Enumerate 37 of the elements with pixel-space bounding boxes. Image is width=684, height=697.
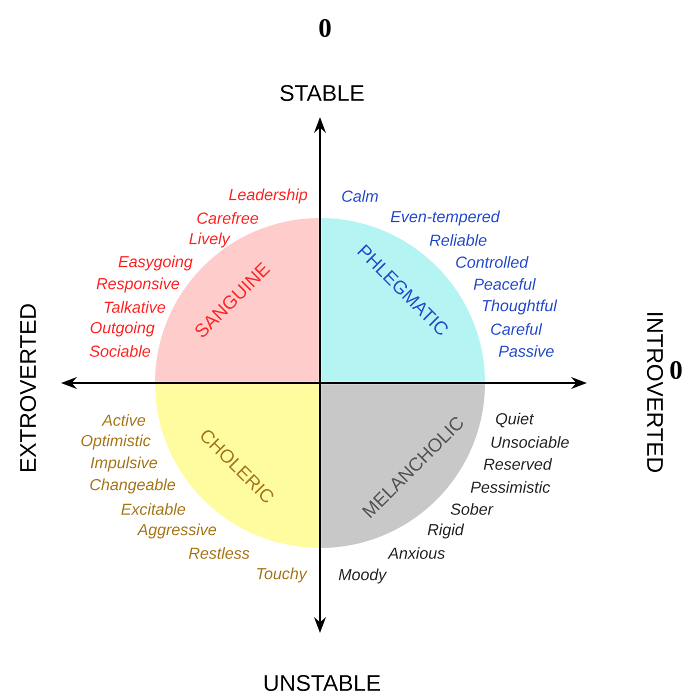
trait-word: Moody <box>338 568 388 584</box>
trait-word: Sociable <box>90 345 150 357</box>
trait-word: Calm <box>342 190 378 202</box>
trait-word: Controlled <box>456 256 529 268</box>
trait-word: Lively <box>189 232 231 248</box>
zero-mark: 0 <box>670 361 682 379</box>
axis-label: UNSTABLE <box>264 674 380 692</box>
trait-word: Easygoing <box>118 256 193 270</box>
trait-word: Excitable <box>121 503 186 515</box>
trait-word: Passive <box>498 345 554 357</box>
trait-word: Aggressive <box>136 524 216 538</box>
trait-word: Thoughtful <box>482 300 558 314</box>
trait-word: Even-tempered <box>390 210 500 226</box>
trait-word: Quiet <box>496 412 534 428</box>
trait-word: Carefree <box>197 212 258 224</box>
trait-word: Talkative <box>104 301 166 313</box>
trait-word: Optimistic <box>81 434 151 450</box>
trait-word: Pessimistic <box>470 481 550 493</box>
axis-label: INTROVERTED <box>646 313 664 472</box>
trait-word: Unsociable <box>491 436 569 448</box>
axis-label: STABLE <box>280 84 364 102</box>
trait-word: Active <box>101 414 146 426</box>
trait-word: Anxious <box>387 547 445 559</box>
trait-word: Reserved <box>484 458 552 470</box>
trait-word: Careful <box>491 323 542 335</box>
trait-word: Restless <box>188 547 250 559</box>
trait-word: Outgoing <box>90 322 155 336</box>
zero-mark: 0 <box>319 19 331 37</box>
trait-word: Responsive <box>96 278 180 292</box>
trait-word: Impulsive <box>90 456 158 472</box>
trait-word: Touchy <box>257 568 308 582</box>
trait-word: Leadership <box>229 188 308 204</box>
trait-word: Changeable <box>90 478 176 494</box>
axis-label: EXTROVERTED <box>20 304 36 471</box>
trait-word: Peaceful <box>474 278 536 290</box>
trait-word: Rigid <box>428 524 464 538</box>
trait-word: Reliable <box>430 234 486 246</box>
